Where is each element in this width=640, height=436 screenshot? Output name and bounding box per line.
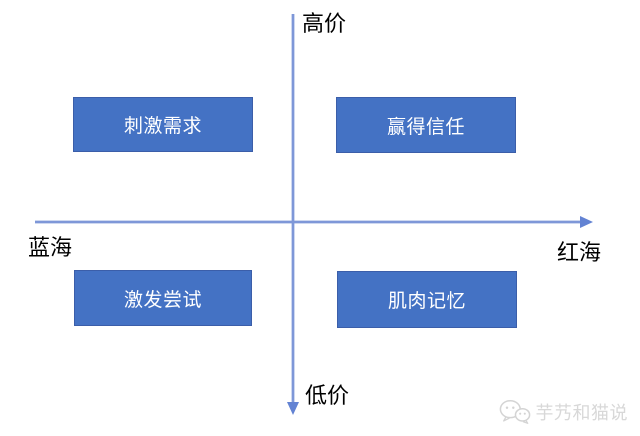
axis-label-low-price: 低价 [305, 383, 350, 408]
axis-label-high-price: 高价 [302, 11, 347, 36]
quadrant-box-top-right: 赢得信任 [336, 97, 516, 153]
watermark: 芋艿和猫说 [499, 398, 629, 426]
axis-label-red-ocean: 红海 [557, 240, 602, 265]
quadrant-box-top-left: 刺激需求 [73, 97, 253, 152]
right-arrow-icon [580, 216, 593, 228]
watermark-text: 芋艿和猫说 [535, 403, 628, 423]
wechat-icon [499, 398, 531, 426]
axis-label-blue-ocean: 蓝海 [28, 235, 73, 260]
quadrant-box-bottom-right: 肌肉记忆 [337, 271, 517, 328]
down-arrow-icon [287, 402, 299, 415]
quadrant-box-bottom-left: 激发尝试 [74, 270, 252, 326]
